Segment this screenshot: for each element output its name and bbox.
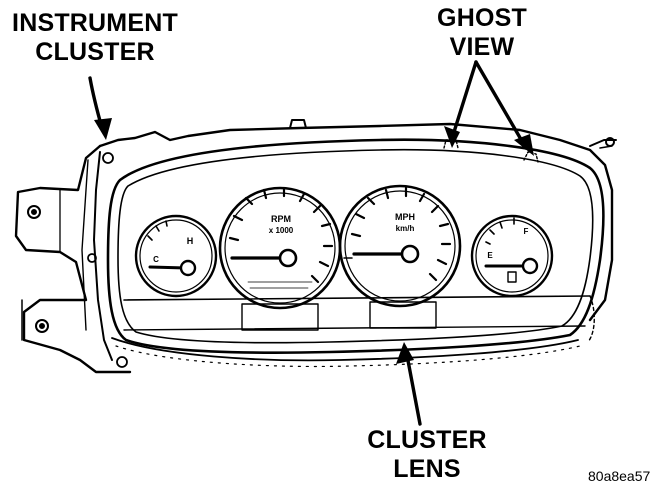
arrow-head-cluster-lens xyxy=(396,342,414,364)
temperature-hot-label: H xyxy=(187,236,194,246)
speedometer-metric-label: km/h xyxy=(396,224,415,233)
speedometer-gauge xyxy=(338,184,462,308)
tachometer-scale-label: x 1000 xyxy=(269,226,294,235)
ghost-view-label: GHOST VIEW xyxy=(422,4,542,62)
cluster-lens-label: CLUSTER LENS xyxy=(352,426,502,484)
figure-id: 80a8ea57 xyxy=(588,468,651,484)
ghost-view-label-line-2: VIEW xyxy=(449,33,515,61)
instrument-cluster-label-line-1: INSTRUMENT xyxy=(12,9,178,37)
arrow-head-ghost-view-right xyxy=(514,134,534,156)
fuel-gauge xyxy=(470,214,554,298)
arrow-head-ghost-view-left xyxy=(444,126,460,148)
cluster-housing xyxy=(14,119,617,374)
instrument-cluster-label-line-2: CLUSTER xyxy=(35,38,155,66)
tachometer-unit-label: RPM xyxy=(271,214,291,224)
temperature-gauge xyxy=(134,214,218,298)
instrument-cluster-label: INSTRUMENT CLUSTER xyxy=(4,9,186,67)
tachometer-gauge xyxy=(218,186,342,310)
cluster-lens-label-line-2: LENS xyxy=(393,455,461,483)
fuel-empty-label: E xyxy=(487,251,493,260)
temperature-cold-label: C xyxy=(153,255,159,264)
speedometer-unit-label: MPH xyxy=(395,212,415,222)
ghost-view-markers xyxy=(443,139,595,343)
ghost-view-label-line-1: GHOST xyxy=(437,4,527,32)
arrow-head-instrument-cluster xyxy=(94,118,112,140)
cluster-lens-label-line-1: CLUSTER xyxy=(367,426,487,454)
fuel-full-label: F xyxy=(524,227,529,236)
